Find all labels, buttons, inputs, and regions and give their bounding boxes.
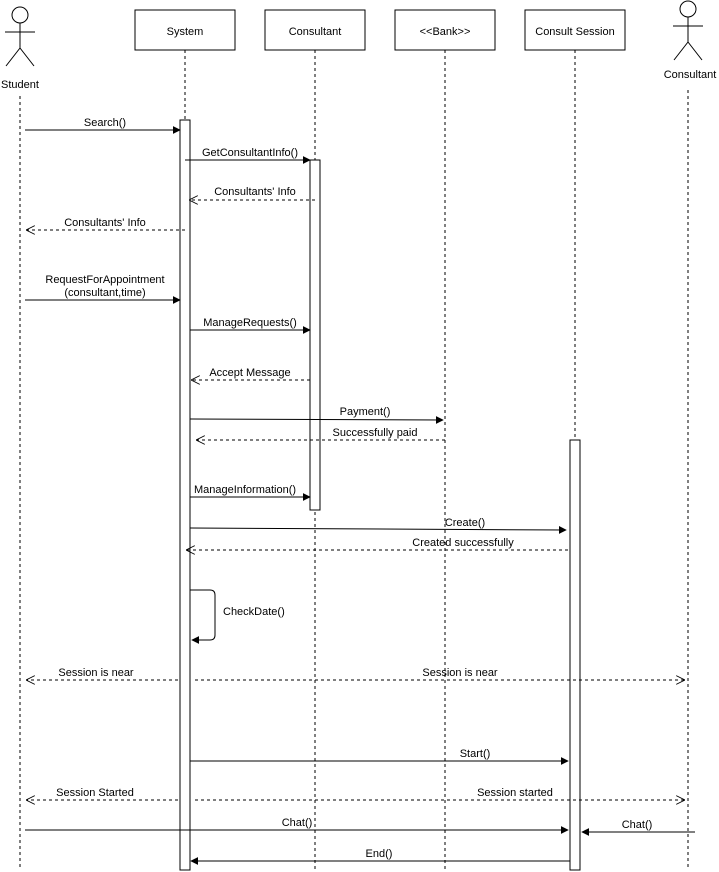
message-payment: Payment() (189, 406, 444, 424)
message-end: End() (190, 848, 570, 865)
message-created-successfully-label: Created successfully (412, 537, 514, 549)
message-accept-label: Accept Message (209, 367, 290, 379)
message-manage-requests: ManageRequests() (190, 317, 311, 334)
message-check-date: CheckDate() (190, 589, 285, 644)
participant-bank: <<Bank>> (394, 9, 496, 51)
message-end-label: End() (366, 848, 393, 860)
message-get-consultant-info-label: GetConsultantInfo() (202, 147, 298, 159)
participant-system-label: System (167, 26, 204, 38)
activation-consultant (309, 159, 321, 511)
participant-consult-session-label: Consult Session (535, 26, 615, 38)
message-create: Create() (189, 517, 567, 534)
message-manage-information-label: ManageInformation() (194, 484, 296, 496)
message-chat-consultant: Chat() (581, 819, 695, 836)
message-created-successfully: Created successfully (187, 537, 568, 550)
participant-consultant: Consultant (264, 9, 366, 51)
message-session-near-student-label: Session is near (58, 667, 134, 679)
message-session-started-consultant-label: Session started (477, 787, 553, 799)
message-consultants-info-return-label: Consultants' Info (214, 186, 296, 198)
activation-system (179, 119, 191, 871)
message-consultants-info-student: Consultants' Info (27, 217, 185, 230)
participant-system: System (134, 9, 236, 51)
message-search-label: Search() (84, 117, 126, 129)
consultant-actor: Consultant (664, 0, 717, 81)
student-actor-figure (5, 6, 35, 67)
participant-bank-label: <<Bank>> (420, 26, 471, 38)
message-payment-label: Payment() (340, 406, 391, 418)
message-create-label: Create() (445, 517, 485, 529)
message-request-appointment-label-1: RequestForAppointment (45, 274, 164, 286)
message-request-appointment: RequestForAppointment (consultant,time) (25, 274, 181, 304)
consultant-actor-label: Consultant (664, 69, 717, 81)
message-search: Search() (25, 117, 181, 134)
message-chat-student: Chat() (25, 817, 569, 834)
message-successfully-paid: Successfully paid (197, 427, 445, 440)
participant-consult-session: Consult Session (524, 9, 626, 51)
message-check-date-label: CheckDate() (223, 606, 285, 618)
message-chat-student-label: Chat() (282, 817, 313, 829)
message-session-near-consultant-label: Session is near (422, 667, 498, 679)
consultant-actor-figure (673, 0, 703, 61)
message-session-started-student: Session Started (27, 787, 178, 800)
message-session-started-consultant: Session started (195, 787, 684, 800)
message-session-near-consultant: Session is near (195, 667, 684, 680)
message-request-appointment-label-2: (consultant,time) (64, 287, 145, 299)
participant-consultant-label: Consultant (289, 26, 342, 38)
message-start-label: Start() (460, 748, 491, 760)
activation-consult-session (569, 439, 581, 871)
message-manage-information: ManageInformation() (190, 484, 311, 501)
message-accept: Accept Message (192, 367, 310, 380)
message-session-near-student: Session is near (27, 667, 178, 680)
student-actor: Student (1, 6, 39, 91)
message-session-started-student-label: Session Started (56, 787, 134, 799)
student-actor-label: Student (1, 79, 39, 91)
message-manage-requests-label: ManageRequests() (203, 317, 297, 329)
message-get-consultant-info: GetConsultantInfo() (185, 147, 311, 164)
message-start: Start() (190, 748, 569, 765)
message-chat-consultant-label: Chat() (622, 819, 653, 831)
message-successfully-paid-label: Successfully paid (333, 427, 418, 439)
message-consultants-info-return: Consultants' Info (190, 186, 315, 200)
message-consultants-info-student-label: Consultants' Info (64, 217, 146, 229)
